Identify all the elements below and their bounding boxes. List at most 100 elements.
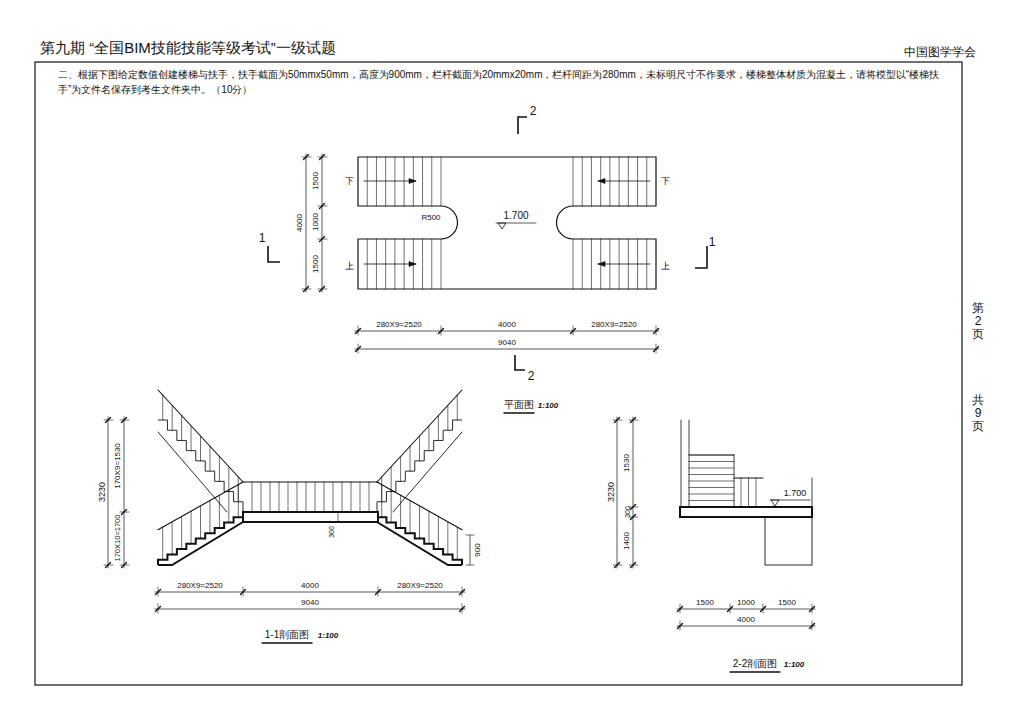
drawing-line [438,516,439,549]
drawing-line [447,405,448,430]
section-mark [515,355,525,370]
radius-text: R500 [421,214,440,222]
drawing-line [728,607,733,612]
arrow-head [409,179,416,184]
drawing-line [681,420,682,507]
drawing-line [238,485,239,518]
drawing-line [243,481,378,482]
drawing-line [200,506,201,539]
drawing-line [124,417,125,568]
drawing-line [573,157,574,206]
drawing-line [637,157,638,206]
drawing-line [338,512,339,522]
drawing-line [351,482,352,512]
drawing-line [677,626,815,627]
drawing-line [219,456,220,481]
scale-text: 1:100 [318,632,338,640]
landing-slab [680,507,812,517]
drawing-line [678,607,683,612]
drawing-line [376,590,381,595]
drawing-line [431,239,432,289]
drawing-line [677,609,815,610]
drawing-line [609,157,610,206]
drawing-line [633,417,634,568]
drawing-line [422,239,423,289]
view-title: 1-1剖面图 [265,630,309,640]
drawing-line [460,590,465,595]
arrow-head [409,262,416,267]
drawing-line [158,390,243,482]
drawing-line [155,609,465,610]
drawing-line [324,482,325,512]
drawing-line [689,455,734,456]
drawing-line [228,467,229,492]
elevation-text: 1.700 [784,489,807,498]
drawing-line [470,535,471,565]
dimension-text: 1400 [623,532,631,550]
drawing-line [654,347,659,352]
drawing-line [261,482,262,512]
drawing-line [734,455,735,507]
drawing-line [654,329,659,334]
drawing-line [156,607,161,612]
drawing-line [108,417,109,568]
drawing-line [252,482,253,512]
drawing-line [355,331,659,332]
section-mark [268,246,280,262]
section-number: 1 [259,232,266,244]
drawing-line [573,239,574,289]
drawing-line [400,456,401,481]
drawing-line [320,287,325,292]
drawing-line [279,482,280,512]
dimension-text: 300 [624,506,631,518]
dimension-text: 3230 [98,482,107,502]
drawing-line [761,607,766,612]
drawing-line [404,157,405,206]
drawing-line [381,485,382,518]
drawing-line [810,607,815,612]
drawing-line [106,418,111,423]
dimension-text: 280X9=2520 [177,582,223,590]
drawing-line [756,478,757,507]
drawing-line [441,157,442,206]
drawing-line [591,157,592,206]
drawing-line [320,155,325,160]
drawing-line [689,487,734,488]
drawing-line [122,418,127,423]
dimension-text: 1500 [696,599,714,607]
section-mark [518,117,527,134]
dimension-text: 9040 [301,599,319,607]
drawing-line [304,287,309,292]
drawing-line [400,495,401,528]
drawing-line [410,446,411,471]
dimension-text: 170X10=1700 [114,515,122,562]
drawing-line [200,436,201,461]
section-mark [695,246,707,268]
drawing-line [438,416,439,441]
drawing-line [689,494,734,495]
elevation-text: 1.700 [503,211,528,221]
drawing-line [419,506,420,539]
drawing-line [615,418,620,423]
drawing-line [385,157,386,206]
drawing-line [364,181,416,182]
drawing-line [181,516,182,549]
drawing-line [191,426,192,451]
dimension-text: 4000 [301,582,319,590]
drawing-line [288,482,289,512]
drawing-line [615,563,620,568]
drawing-line [356,347,361,352]
drawing-line [122,510,127,515]
landing-slab [243,512,378,522]
drawing-line [466,535,474,536]
drawing-line [122,563,127,568]
drawing-line [364,264,416,265]
drawing-line [457,395,458,420]
view-title: 2-2剖面图 [733,659,777,669]
scale-text: 1:100 [538,402,558,410]
drawing-line [428,426,429,451]
drawing-line [219,495,220,528]
dimension-text: 280X9=2520 [591,321,637,329]
drawing-line [619,157,620,206]
